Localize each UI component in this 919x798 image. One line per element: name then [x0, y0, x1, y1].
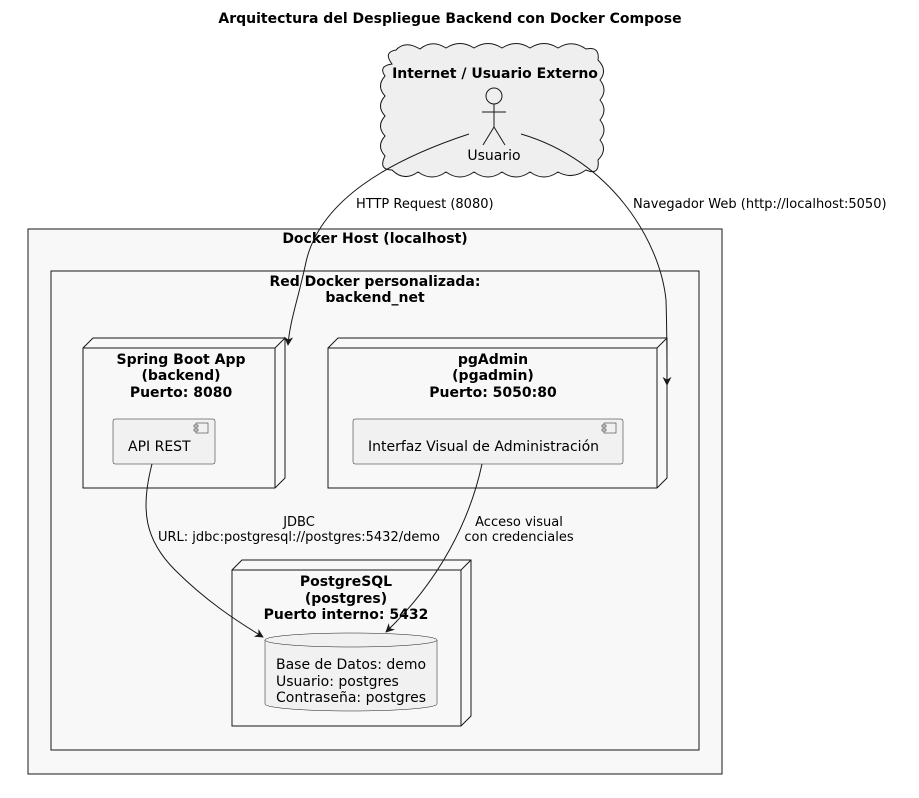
db-password: Contraseña: postgres: [276, 690, 426, 706]
edge-visual-label-line2: con credenciales: [464, 530, 574, 545]
internet-cloud: Internet / Usuario Externo Usuario: [380, 43, 605, 178]
spring-node-service: (backend): [142, 368, 221, 384]
edge-jdbc-label-line2: URL: jdbc:postgresql://postgres:5432/dem…: [158, 530, 440, 545]
postgres-node-port: Puerto interno: 5432: [264, 607, 429, 623]
spring-boot-node: Spring Boot App (backend) Puerto: 8080 A…: [82, 337, 286, 489]
edge-visual-label-line1: Acceso visual: [475, 515, 563, 530]
edge-jdbc: JDBC URL: jdbc:postgresql://postgres:543…: [145, 463, 440, 638]
edge-browser-label: Navegador Web (http://localhost:5050): [633, 197, 887, 212]
postgres-node-service: (postgres): [305, 591, 387, 607]
admin-ui-component: Interfaz Visual de Administración: [352, 418, 624, 465]
user-actor-icon: [482, 87, 506, 146]
edge-http-request: HTTP Request (8080): [284, 133, 494, 346]
pgadmin-node-service: (pgadmin): [452, 368, 534, 384]
cloud-label: Internet / Usuario Externo: [392, 66, 598, 82]
admin-ui-label: Interfaz Visual de Administración: [368, 439, 599, 455]
network-label-line2: backend_net: [325, 290, 425, 306]
diagram-title: Arquitectura del Despliegue Backend con …: [218, 11, 681, 27]
pgadmin-node-title: pgAdmin: [458, 352, 528, 368]
component-icon: [601, 422, 617, 434]
api-rest-label: API REST: [128, 439, 191, 455]
pgadmin-node-port: Puerto: 5050:80: [429, 385, 557, 401]
db-user: Usuario: postgres: [276, 674, 399, 690]
edge-visual-access: Acceso visual con credenciales: [385, 463, 574, 633]
component-icon: [193, 422, 209, 434]
spring-node-port: Puerto: 8080: [130, 385, 233, 401]
edge-browser: Navegador Web (http://localhost:5050): [520, 133, 887, 386]
postgres-node: PostgreSQL (postgres) Puerto interno: 54…: [231, 559, 472, 727]
api-rest-component: API REST: [112, 418, 216, 465]
actor-label: Usuario: [467, 148, 520, 164]
network-label-line1: Red Docker personalizada:: [270, 274, 481, 290]
edge-jdbc-label-line1: JDBC: [282, 515, 315, 530]
edge-http-label: HTTP Request (8080): [356, 197, 494, 212]
spring-node-title: Spring Boot App: [116, 352, 245, 368]
pgadmin-node: pgAdmin (pgadmin) Puerto: 5050:80 Interf…: [327, 337, 668, 489]
postgres-node-title: PostgreSQL: [300, 574, 392, 590]
db-name: Base de Datos: demo: [276, 657, 426, 673]
docker-host-label: Docker Host (localhost): [282, 231, 467, 247]
database-cylinder: Base de Datos: demo Usuario: postgres Co…: [264, 632, 438, 712]
